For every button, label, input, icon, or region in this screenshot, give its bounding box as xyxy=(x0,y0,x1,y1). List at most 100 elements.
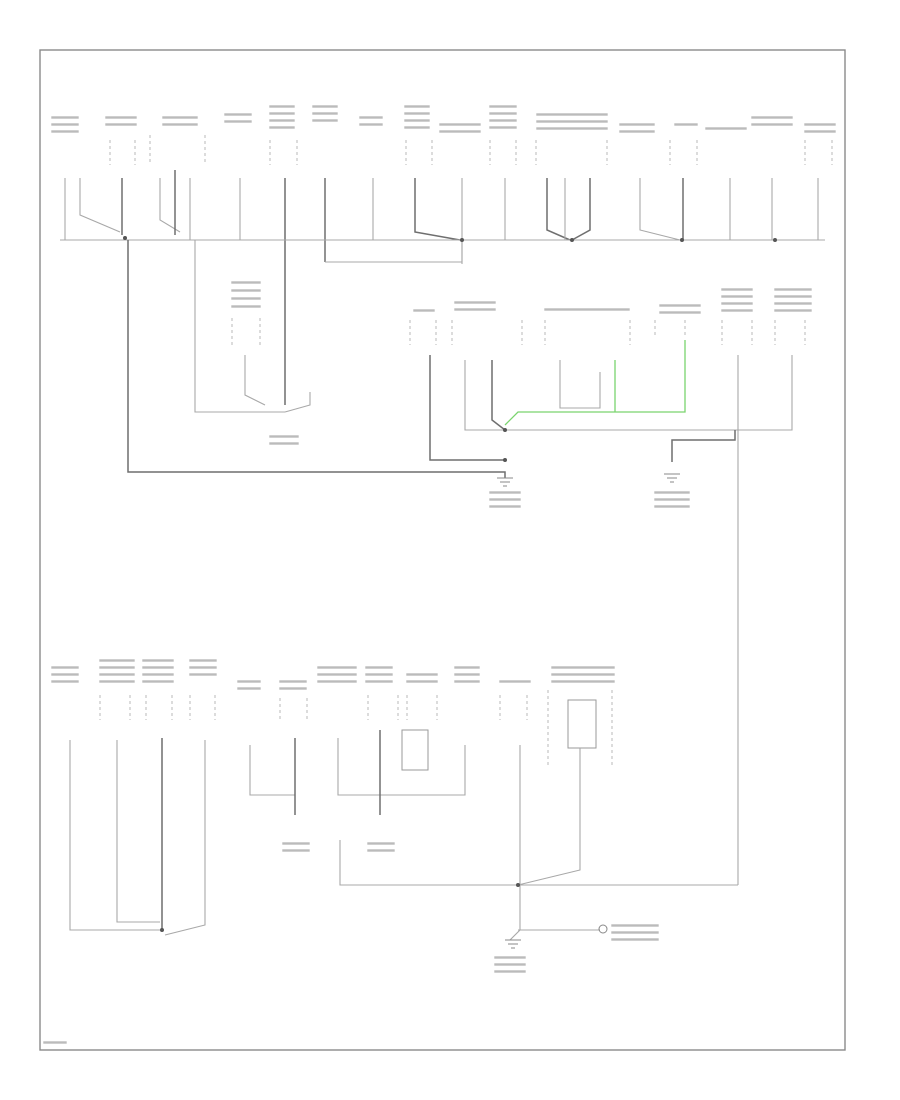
label-mark xyxy=(659,304,701,307)
label-mark xyxy=(413,309,435,312)
ground-wire xyxy=(69,740,160,931)
component-outline xyxy=(409,320,437,345)
label-mark xyxy=(536,127,608,130)
label-mark xyxy=(619,123,655,126)
label-mark xyxy=(142,680,174,683)
label-mark xyxy=(404,119,430,122)
component-outline xyxy=(774,320,806,345)
label-mark xyxy=(317,680,357,683)
ground-wire xyxy=(571,178,591,241)
ground-wire xyxy=(244,355,266,406)
top-label-marks xyxy=(51,105,836,133)
label-mark xyxy=(269,119,295,122)
label-mark xyxy=(231,281,261,284)
label-mark xyxy=(489,105,517,108)
label-mark xyxy=(404,105,430,108)
label-mark xyxy=(365,680,393,683)
ground-wire xyxy=(159,178,181,233)
label-mark xyxy=(659,311,701,314)
label-mark xyxy=(312,112,338,115)
label-mark xyxy=(224,113,252,116)
label-mark xyxy=(489,498,521,501)
ground-wire xyxy=(559,360,601,409)
component-outline xyxy=(451,320,523,345)
label-mark xyxy=(774,309,812,312)
component-outline xyxy=(231,318,261,345)
component-outline xyxy=(406,695,438,720)
label-mark xyxy=(231,305,261,308)
label-mark xyxy=(269,126,295,129)
label-mark xyxy=(231,297,261,300)
ground-wire xyxy=(79,178,121,233)
label-mark xyxy=(536,120,608,123)
label-mark xyxy=(162,123,198,126)
top-ground-wires xyxy=(64,170,819,405)
ground-wire xyxy=(464,360,505,431)
label-mark xyxy=(804,123,836,126)
label-mark xyxy=(494,963,526,966)
component-box xyxy=(401,729,429,771)
ground-symbol xyxy=(497,477,513,487)
label-mark xyxy=(317,666,357,669)
label-mark xyxy=(51,666,79,669)
label-mark xyxy=(231,289,261,292)
label-mark xyxy=(454,301,496,304)
ground-wire xyxy=(339,840,738,886)
label-mark xyxy=(224,120,252,123)
component-outline xyxy=(367,695,399,720)
diagram-frame xyxy=(39,49,846,1051)
label-mark xyxy=(142,673,174,676)
label-mark xyxy=(454,666,480,669)
label-mark xyxy=(454,680,480,683)
label-mark xyxy=(269,435,299,438)
label-mark xyxy=(367,842,395,845)
ground-wire xyxy=(194,240,285,413)
component-outline xyxy=(489,140,517,165)
label-mark xyxy=(439,123,481,126)
ground-stud xyxy=(598,924,608,934)
label-mark xyxy=(721,288,753,291)
label-mark xyxy=(489,126,517,129)
label-mark xyxy=(654,498,690,501)
label-mark xyxy=(317,673,357,676)
label-mark xyxy=(654,505,690,508)
ground-wire xyxy=(546,178,571,241)
label-mark xyxy=(142,659,174,662)
label-mark xyxy=(51,116,79,119)
label-mark xyxy=(611,924,659,927)
label-mark xyxy=(105,123,137,126)
label-mark xyxy=(721,302,753,305)
component-outline xyxy=(269,140,298,165)
ground-wire xyxy=(505,355,793,431)
splice-node xyxy=(460,238,464,242)
label-mark xyxy=(365,666,393,669)
component-outline xyxy=(804,140,833,165)
label-mark xyxy=(721,309,753,312)
top-component-row xyxy=(51,105,836,405)
label-mark xyxy=(489,112,517,115)
label-mark xyxy=(489,505,521,508)
label-mark xyxy=(282,849,310,852)
label-mark xyxy=(237,687,261,690)
label-mark xyxy=(494,956,526,959)
ground-wire xyxy=(164,740,206,936)
component-outline xyxy=(279,698,308,720)
label-mark xyxy=(51,673,79,676)
label-mark xyxy=(406,673,438,676)
splice-node xyxy=(680,238,684,242)
label-mark xyxy=(312,105,338,108)
footer-mark xyxy=(43,1041,67,1044)
label-mark xyxy=(269,105,295,108)
component-outline xyxy=(535,140,608,165)
ground-symbol xyxy=(505,939,521,949)
label-mark xyxy=(705,127,747,130)
label-mark xyxy=(189,659,217,662)
label-mark xyxy=(674,123,698,126)
label-mark xyxy=(99,673,135,676)
component-outline xyxy=(544,320,631,345)
component-outline xyxy=(145,695,173,720)
label-mark xyxy=(804,130,836,133)
label-mark xyxy=(269,442,299,445)
label-mark xyxy=(367,849,395,852)
component-outline xyxy=(99,695,131,720)
